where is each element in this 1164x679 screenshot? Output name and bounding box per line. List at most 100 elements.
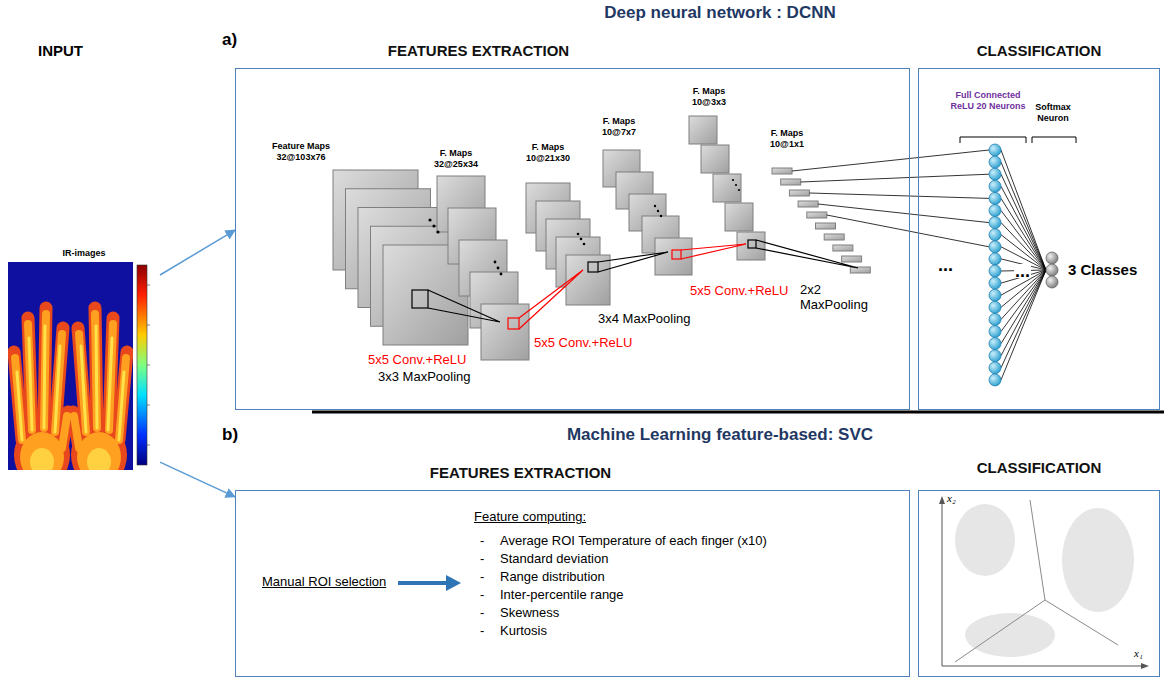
thermal-image-part-part <box>14 308 127 448</box>
thermal-image-part-part <box>87 448 111 470</box>
neuron-part <box>989 253 1001 265</box>
output-label: 3 Classes <box>1068 261 1137 278</box>
stack-dots-part <box>583 243 586 246</box>
list-bullet: - <box>480 534 484 549</box>
feature-map-stack-part <box>789 190 809 196</box>
panel-box: FEATURES EXTRACTION <box>235 68 910 410</box>
neuron-part <box>989 289 1001 301</box>
pooling-label: 2x2 MaxPooling <box>800 282 880 312</box>
list-item: Inter-percentile range <box>500 588 624 603</box>
feature-map-stack-part <box>481 304 529 360</box>
softmax-neuron-part <box>1046 264 1058 276</box>
section-heading: FEATURES EXTRACTION <box>184 464 857 482</box>
neuron <box>989 144 1001 386</box>
list-item: Standard deviation <box>500 552 608 567</box>
step-label: Manual ROI selection <box>262 575 386 590</box>
svc-plot <box>939 496 1149 669</box>
layer-label: Softmax Neuron <box>1028 102 1078 124</box>
stack-dots-part <box>735 184 737 186</box>
conv-window-part <box>681 244 746 259</box>
feature-map-stack-part <box>701 145 729 173</box>
feature-map-stack-part <box>833 245 853 251</box>
conv-window-part <box>588 262 598 272</box>
conv-label: 5x5 Conv.+ReLU <box>368 353 466 368</box>
input-image: IR-images <box>8 244 160 470</box>
stack-dots-part <box>428 218 431 221</box>
neuron-part <box>989 326 1001 338</box>
feature-map-label: F. Maps 10@1x1 <box>762 128 812 150</box>
section-divider-part <box>312 411 1164 414</box>
list-heading: Feature computing: <box>474 510 586 525</box>
list-bullet: - <box>480 552 484 567</box>
section-divider <box>312 412 1164 413</box>
neuron-part <box>989 241 1001 253</box>
section-heading: FEATURES EXTRACTION <box>142 42 815 60</box>
svc-plot-part <box>942 502 1143 666</box>
neuron-part <box>989 350 1001 362</box>
thermal-image-part-part <box>15 314 126 448</box>
dense-connections <box>792 150 1046 380</box>
thermal-image-part <box>137 265 147 465</box>
svc-plot-part <box>1062 508 1134 612</box>
neuron-part <box>989 156 1001 168</box>
feature-map-stack-part <box>781 179 801 185</box>
feature-map-label: F. Maps 10@21x30 <box>520 142 576 164</box>
input-label: INPUT <box>38 42 83 59</box>
thermal-image-part-part <box>77 432 121 470</box>
svc-plot-part <box>1141 663 1149 669</box>
stack-dots-part <box>497 267 500 270</box>
list-bullet: - <box>480 606 484 621</box>
ellipsis: ... <box>938 258 953 272</box>
list-bullet: - <box>480 624 484 639</box>
neuron-part <box>989 180 1001 192</box>
neuron-part <box>989 301 1001 313</box>
neuron-part <box>989 277 1001 289</box>
input-arrow <box>160 462 235 497</box>
thermal-image-part <box>8 262 133 470</box>
neuron-part <box>989 229 1001 241</box>
stack-dots-part <box>500 273 503 276</box>
axis-label: x₂ <box>947 492 956 505</box>
conv-window-part <box>428 290 500 322</box>
stack-dots-part <box>432 224 435 227</box>
feature-map-stack-part <box>816 223 836 229</box>
feature-map-stack-part <box>824 234 844 240</box>
stack-dots <box>428 179 740 276</box>
panel-letter: a) <box>222 30 237 50</box>
feature-map-stack-part <box>725 203 753 231</box>
feature-map-stack-part <box>737 232 765 260</box>
neuron-part <box>989 338 1001 350</box>
stack-dots-part <box>660 215 662 217</box>
neuron-part <box>989 192 1001 204</box>
ellipsis: ... <box>1014 264 1031 278</box>
stack-dots-part <box>657 210 659 212</box>
input-arrow <box>160 230 235 275</box>
list-bullet: - <box>480 570 484 585</box>
roi-arrow <box>398 575 461 591</box>
conv-window <box>412 240 858 329</box>
conv-window-part <box>412 290 428 308</box>
neuron-part <box>989 362 1001 374</box>
feature-map-label: F. Maps 32@25x34 <box>428 148 484 170</box>
dense-connections-part <box>1001 150 1046 380</box>
stack-dots-part <box>494 261 497 264</box>
stack-dots-part <box>732 179 734 181</box>
feature-map-stack-part <box>713 174 741 202</box>
list-item: Range distribution <box>500 570 605 585</box>
neuron-part <box>989 374 1001 386</box>
layer-label: Full Connected ReLU 20 Neurons <box>948 90 1028 112</box>
pooling-label: 3x3 MaxPooling <box>378 370 471 385</box>
neuron-part <box>989 205 1001 217</box>
feature-map-stack-part <box>689 116 717 144</box>
conv-window-part <box>519 270 583 329</box>
stack-dots-part <box>580 238 583 241</box>
section-heading: CLASSIFICATION <box>919 459 1159 477</box>
panel-box: CLASSIFICATION <box>918 490 1160 677</box>
section-heading: CLASSIFICATION <box>919 42 1159 60</box>
image-caption: IR-images <box>8 247 160 259</box>
conv-window-part <box>748 240 756 248</box>
conv-window-part <box>508 318 519 329</box>
feature-map-stack-part <box>798 201 818 207</box>
softmax-neuron-part <box>1046 276 1058 288</box>
